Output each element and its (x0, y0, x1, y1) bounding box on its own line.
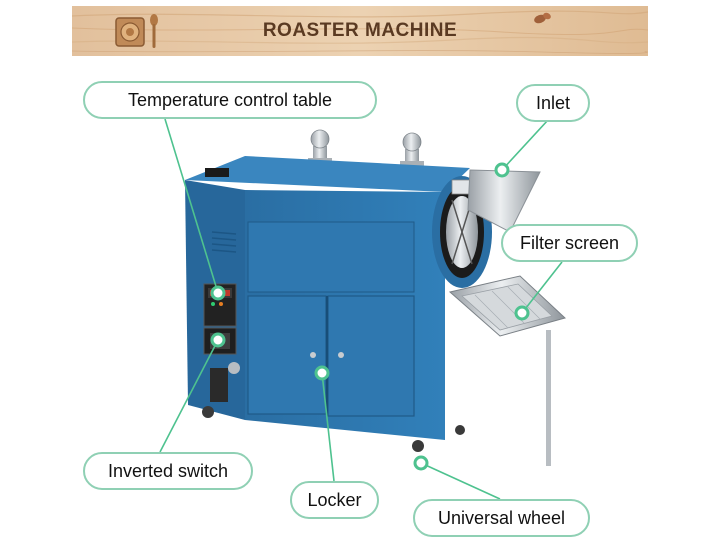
leader-inverted-switch (159, 339, 219, 453)
marker-locker (314, 365, 330, 381)
marker-universal-wheel (413, 455, 429, 471)
side-vents (211, 231, 237, 253)
leader-locker (321, 372, 335, 482)
leader-inlet (501, 119, 549, 171)
callout-filter-screen: Filter screen (501, 224, 638, 262)
callout-inverted-switch: Inverted switch (83, 452, 253, 490)
cup-icon (115, 17, 145, 47)
cooling-tray (448, 275, 566, 466)
top-switch-panel (205, 168, 229, 177)
leader-universal-wheel (420, 462, 501, 500)
leader-temperature-control-table (164, 118, 219, 294)
spoon-icon (150, 14, 158, 48)
marker-inverted-switch (210, 332, 226, 348)
machine-top (185, 156, 470, 192)
marker-temperature-control-table (210, 285, 226, 301)
callout-temperature-control-table: Temperature control table (83, 81, 377, 119)
callout-inlet: Inlet (516, 84, 590, 122)
bean-icon (534, 12, 551, 24)
inverted-switch-motor (210, 362, 240, 402)
exhaust-knob-right (400, 132, 424, 167)
caster-wheels (202, 406, 465, 452)
marker-inlet (494, 162, 510, 178)
wood-banner-background (72, 6, 648, 56)
marker-filter-screen (514, 305, 530, 321)
leader-filter-screen (521, 261, 563, 314)
callout-universal-wheel: Universal wheel (413, 499, 590, 537)
cabinet-doors (247, 295, 415, 417)
front-upper-panel (247, 221, 415, 293)
page-title: ROASTER MACHINE (262, 20, 458, 41)
title-banner: ROASTER MACHINE (72, 6, 648, 56)
callout-locker: Locker (290, 481, 379, 519)
